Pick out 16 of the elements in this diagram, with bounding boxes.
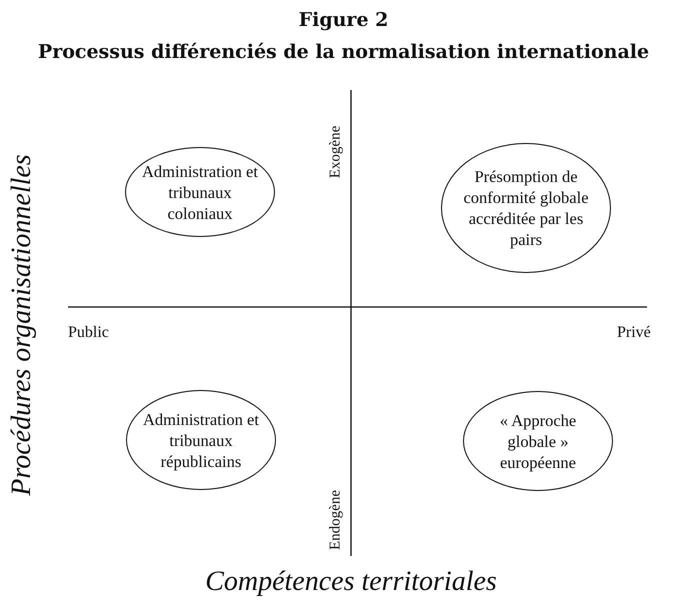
axis-label: Exogène [328,126,344,178]
ellipse-node [463,391,613,491]
ellipse-node [125,147,275,237]
node-text: « Approche globale » européenne [498,410,578,472]
ellipse-node [441,143,611,273]
axis-label: Endogène [328,490,344,550]
node-text: Administration et tribunaux républicains [142,408,260,472]
figure-subtitle: Processus différenciés de la normalisation internationale [36,40,650,64]
node-text: Présomption de conformité globale accréditée par les pairs [462,166,590,250]
axis-label: Privé [617,324,651,342]
figure-title: Figure 2 [298,8,390,32]
axis-label: Public [68,324,109,342]
axis-title: Compétences territoriales [205,566,497,598]
axis-title: Procédures organisationnelles [6,154,38,496]
ellipse-node [126,390,276,490]
node-text: Administration et tribunaux coloniaux [141,160,259,224]
